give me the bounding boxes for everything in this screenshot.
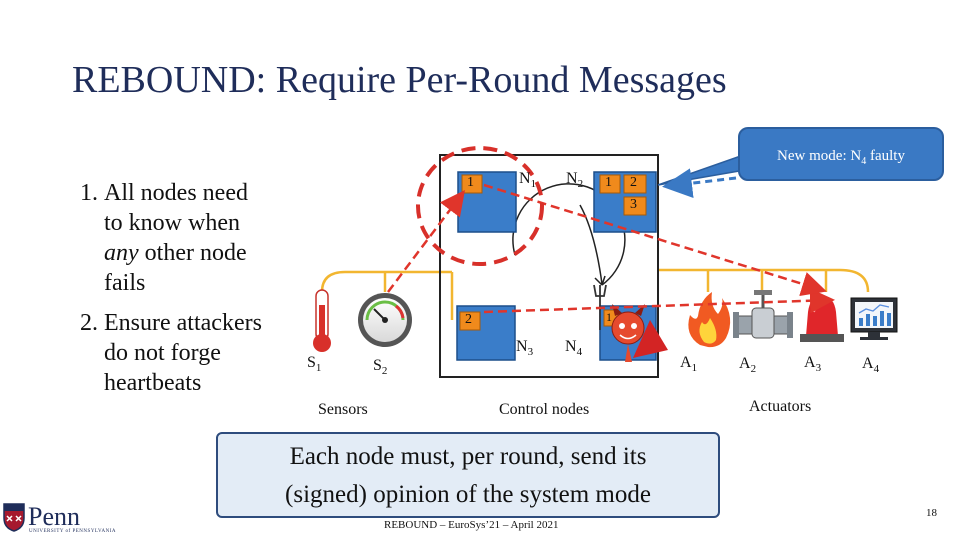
bullet-item: 2. Ensure attackers do not forge heartbe… (34, 308, 304, 398)
badge-n4-label: 1 (606, 310, 612, 324)
heartbeat-loop (512, 183, 626, 286)
penn-logo-text: Penn (28, 502, 80, 531)
slide-title: REBOUND: Require Per-Round Messages (72, 59, 727, 101)
bullet-line: Ensure attackers (104, 310, 262, 336)
message-box: Each node must, per round, send its (sig… (216, 432, 720, 518)
bullet-line: to know when (104, 210, 240, 236)
control-nodes-frame (439, 154, 659, 378)
badge-n2-1-label: 1 (605, 175, 612, 190)
highlight-ellipse (416, 146, 544, 266)
badge-n2-1 (599, 174, 621, 194)
badge-n1-label: 1 (467, 175, 474, 190)
devil-icon (593, 284, 668, 362)
bullet-line: fails (104, 270, 146, 296)
bullet-line: heartbeats (104, 370, 202, 396)
bullet-number: 2. (80, 310, 98, 336)
bullet-line: All nodes need (104, 180, 248, 206)
bullet-line: any other node (104, 238, 304, 268)
penn-logo-subtitle: UNIVERSITY of PENNSYLVANIA (29, 529, 116, 534)
gauge-icon (358, 293, 412, 347)
node-label-n1: N1 (519, 170, 537, 191)
arrow-n3-to-a3 (483, 288, 835, 314)
actuator-label-a1: A1 (680, 354, 698, 375)
bullet-item: 1. All nodes need to know when any other… (34, 178, 304, 298)
bullet-line-text: other node (144, 240, 247, 266)
fire-icon (688, 292, 731, 348)
badge-n3 (459, 311, 481, 331)
loop-curve (579, 204, 603, 285)
bullet-line: do not forge (104, 340, 221, 366)
bullet-list: 1. All nodes need to know when any other… (34, 178, 304, 398)
badge-n3-label: 2 (465, 312, 472, 327)
section-label-control: Control nodes (499, 401, 590, 418)
message-line: Each node must, per round, send its (289, 443, 647, 470)
sensor-bus (320, 270, 454, 320)
monitor-chart-icon (850, 297, 898, 340)
badge-n2-2 (623, 174, 647, 194)
badge-n2-2-label: 2 (630, 175, 637, 190)
badge-n2-3 (623, 196, 647, 216)
penn-shield-icon (3, 503, 25, 532)
arrow-sensor-to-n1 (387, 190, 466, 293)
actuator-label-a3: A3 (804, 354, 822, 375)
section-label-actuators: Actuators (749, 398, 812, 415)
node-label-n2: N2 (566, 170, 584, 191)
badge-n2-3-label: 3 (630, 197, 637, 212)
thermometer-icon (313, 289, 331, 352)
italic-word: any (104, 240, 139, 266)
actuator-bus (657, 268, 870, 293)
valve-icon (733, 290, 793, 339)
message-line: (signed) opinion of the system mode (285, 481, 651, 508)
actuator-label-a2: A2 (739, 355, 757, 376)
callout-new-mode: New mode: N4 faulty (738, 127, 944, 181)
arrow-n1-to-a3 (483, 183, 827, 297)
siren-icon (800, 296, 844, 342)
node-label-n3: N3 (516, 338, 534, 359)
bullet-number: 1. (80, 180, 98, 206)
page-number: 18 (926, 507, 937, 519)
actuator-label-a4: A4 (862, 355, 880, 376)
sensor-label-s2: S2 (373, 357, 388, 378)
footer-text: REBOUND – EuroSys’21 – April 2021 (384, 519, 559, 531)
sensor-label-s1: S1 (307, 354, 322, 375)
node-label-n4: N4 (565, 338, 583, 359)
section-label-sensors: Sensors (318, 401, 368, 418)
badge-n1 (461, 174, 483, 194)
